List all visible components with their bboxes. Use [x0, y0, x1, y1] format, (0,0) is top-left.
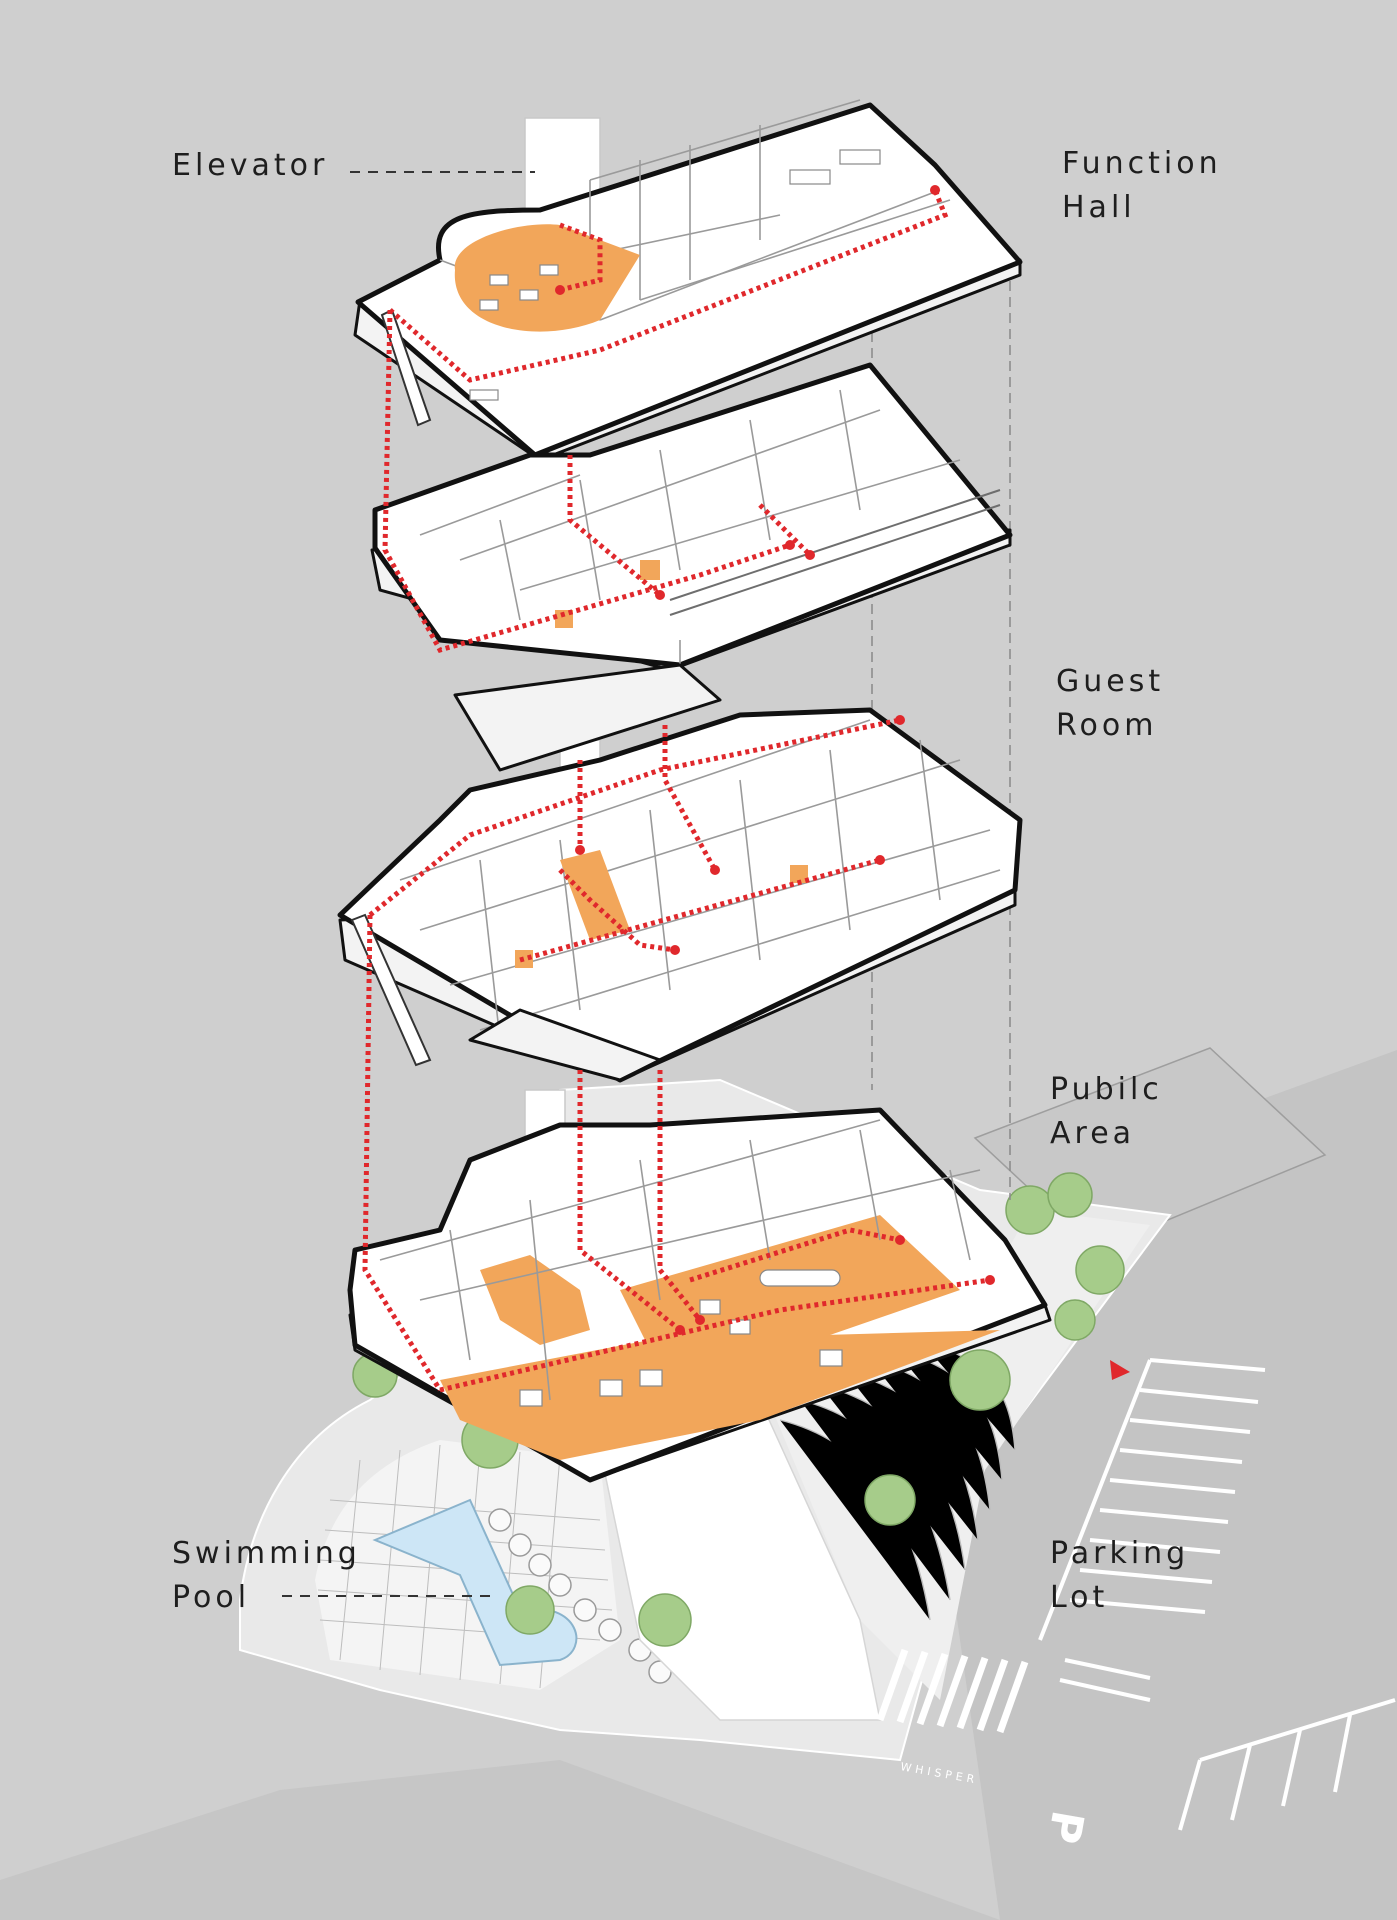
label-elevator: Elevator: [172, 144, 328, 188]
circulation-routes: [362, 189, 991, 1393]
label-function-hall-line-1: Function: [1062, 146, 1222, 181]
label-parking-lot-line-2: Lot: [1050, 1580, 1109, 1615]
level-function-hall: [353, 99, 1023, 462]
guest-room-upper-floor: [372, 362, 1013, 668]
level-public-area: [347, 1107, 1052, 1483]
tree-icon: [1075, 1245, 1125, 1295]
label-parking-lot: Parking Lot: [1050, 1532, 1189, 1620]
public-area-highlight-left: [480, 1255, 590, 1345]
tree-icon: [638, 1593, 692, 1647]
label-swimming-pool: Swimming Pool: [172, 1532, 361, 1620]
leader-lines: [282, 171, 535, 1597]
label-swimming-pool-line-1: Swimming: [172, 1536, 361, 1571]
guest-room-lower-floor: [337, 707, 1023, 1083]
tree-icon: [1005, 1185, 1055, 1235]
label-function-hall: Function Hall: [1062, 142, 1222, 230]
public-area-highlight-front: [440, 1330, 1000, 1460]
route-endpoints: [555, 185, 995, 1335]
label-guest-room: Guest Room: [1056, 660, 1164, 748]
level-guest-room-upper: [370, 362, 1013, 772]
crosswalk-text: WHISPER: [899, 1760, 979, 1786]
label-public-area-line-1: Pubilc: [1050, 1072, 1163, 1107]
label-function-hall-line-2: Hall: [1062, 190, 1136, 225]
label-parking-lot-line-1: Parking: [1050, 1536, 1190, 1571]
tree-icon: [949, 1349, 1011, 1411]
tree-icon: [1047, 1172, 1093, 1218]
tree-icon: [1054, 1299, 1096, 1341]
label-public-area: Pubilc Area: [1050, 1068, 1163, 1156]
label-elevator-line-1: Elevator: [172, 148, 329, 183]
tree-icon: [864, 1474, 916, 1526]
parking-stalls-upper: [1038, 1358, 1266, 1641]
road-lower: [0, 1760, 1000, 1920]
label-guest-room-line-2: Room: [1056, 708, 1158, 743]
tree-icon: [505, 1585, 555, 1635]
label-public-area-line-2: Area: [1050, 1116, 1136, 1151]
level-guest-room-lower: [337, 707, 1023, 1083]
label-swimming-pool-line-2: Pool: [172, 1580, 251, 1615]
label-guest-room-line-1: Guest: [1056, 664, 1165, 699]
crosswalk: [876, 1648, 1029, 1734]
parking-stalls-lower: [1059, 1658, 1396, 1831]
function-hall-highlight: [454, 224, 640, 332]
red-triangle-icon: [1110, 1360, 1130, 1380]
